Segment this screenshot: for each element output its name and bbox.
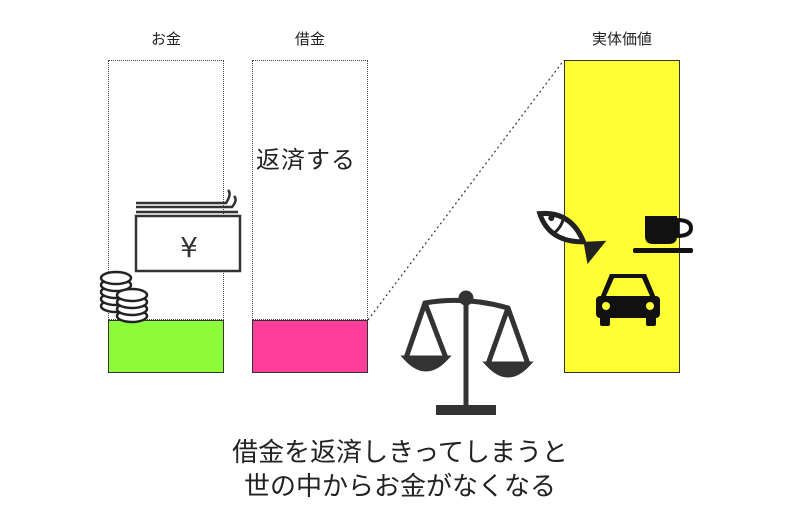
coin-stack-icon	[99, 270, 149, 324]
fish-icon	[536, 211, 607, 265]
debt-column-outline	[252, 60, 368, 320]
caption-line-1: 借金を返済しきってしまうと	[232, 438, 568, 468]
banknote-icon	[134, 189, 242, 273]
connector-line	[367, 59, 565, 321]
scale-icon	[400, 290, 534, 415]
money-column-outline	[108, 60, 224, 320]
debt-label: 借金	[294, 30, 325, 48]
money-remaining-bar	[108, 320, 224, 373]
caption-line-2: 世の中からお金がなくなる	[243, 472, 556, 502]
money-label: お金	[150, 30, 181, 48]
repay-text: 返済する	[256, 146, 356, 174]
coffee-cup-icon	[633, 216, 694, 253]
real-value-label: 実体価値	[591, 30, 652, 48]
yen-symbol: ¥	[180, 231, 198, 264]
debt-remaining-bar	[252, 320, 368, 373]
